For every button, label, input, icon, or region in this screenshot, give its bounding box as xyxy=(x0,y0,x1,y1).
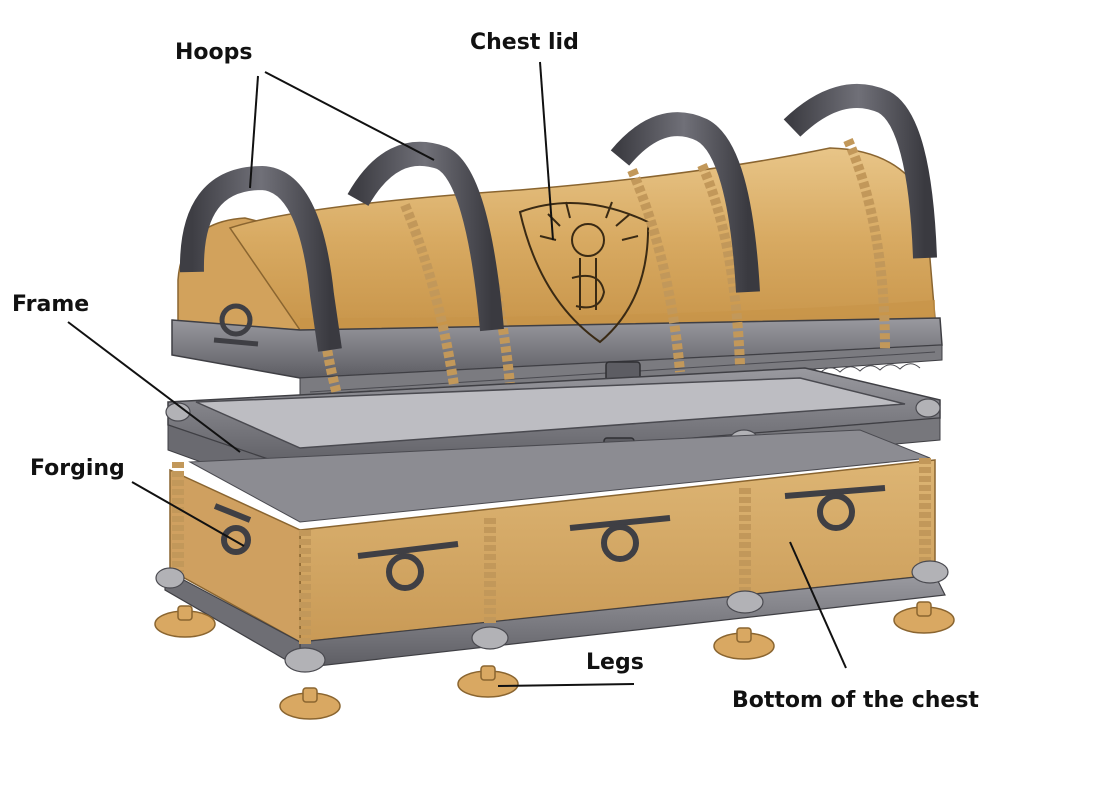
hoop-4 xyxy=(783,84,937,259)
leg-4 xyxy=(713,627,775,660)
frame-inner-opening xyxy=(195,377,906,449)
leader-lid xyxy=(539,61,554,241)
chest-corner-caps xyxy=(155,560,949,673)
lid-front-face xyxy=(300,300,935,330)
leg-5 xyxy=(893,601,955,634)
lid-emblem xyxy=(518,201,650,344)
hoop-1 xyxy=(179,165,342,352)
chest-bottom xyxy=(155,429,949,673)
forging-front-3 xyxy=(784,485,886,531)
leader-legs xyxy=(497,683,635,687)
label-bottom-of-the-chest: Bottom of the chest xyxy=(732,688,979,713)
leg-3 xyxy=(457,665,519,698)
lid-barrel xyxy=(228,147,936,331)
forging-front-1 xyxy=(357,541,459,591)
leader-forging xyxy=(131,481,245,547)
label-legs: Legs xyxy=(586,650,644,675)
leader-hoops-1 xyxy=(249,75,259,189)
hoops xyxy=(179,84,937,352)
leader-frame xyxy=(67,321,241,453)
hoop-2 xyxy=(347,141,504,332)
forging-front-2 xyxy=(569,515,671,562)
label-hoops: Hoops xyxy=(175,40,253,65)
leg-2 xyxy=(279,687,341,720)
shield-icon xyxy=(518,202,650,344)
forging-left xyxy=(213,503,252,555)
leg-1 xyxy=(154,605,216,638)
leader-hoops-2 xyxy=(264,71,435,161)
leader-lines xyxy=(67,61,847,687)
legs xyxy=(154,601,955,720)
chest-posts xyxy=(172,458,931,645)
label-forging: Forging xyxy=(30,456,125,481)
leader-bottom xyxy=(789,541,847,669)
hoop-3 xyxy=(610,112,760,293)
label-chest-lid: Chest lid xyxy=(470,30,579,55)
label-frame: Frame xyxy=(12,292,90,317)
forgings xyxy=(213,485,886,591)
lid-side-handle xyxy=(213,303,259,347)
